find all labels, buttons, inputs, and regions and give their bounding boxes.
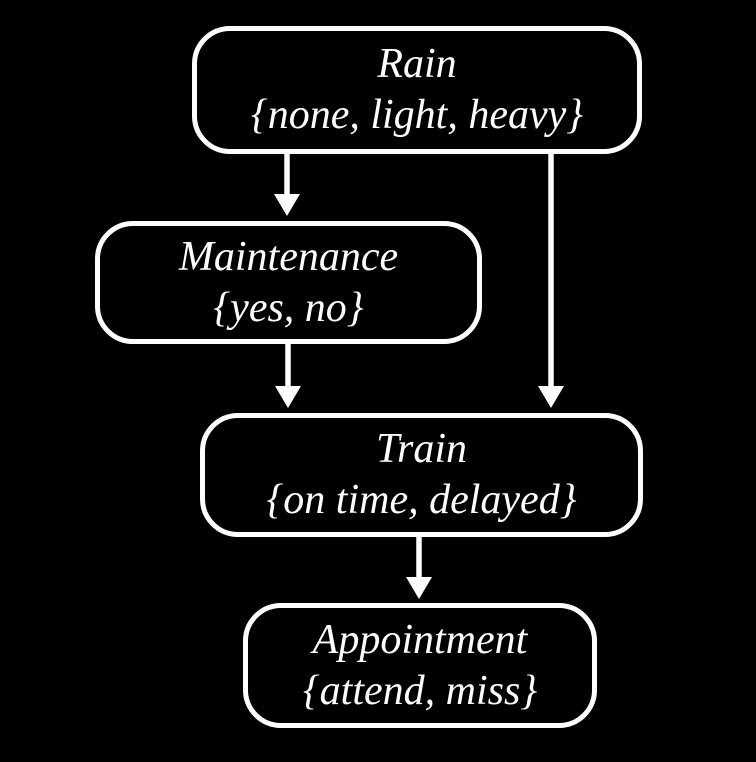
node-train: Train {on time, delayed}	[200, 413, 643, 537]
edge-rain-to-maintenance	[274, 154, 300, 216]
node-domain-values: {none, light, heavy}	[250, 92, 584, 138]
node-domain-values: {yes, no}	[213, 284, 364, 331]
node-label: Rain	[377, 41, 457, 87]
node-appointment: Appointment {attend, miss}	[243, 603, 597, 728]
node-rain: Rain {none, light, heavy}	[192, 26, 642, 154]
arrow-head-icon	[406, 577, 432, 599]
node-label: Appointment	[312, 616, 528, 663]
node-label: Train	[375, 426, 468, 472]
edge-maintenance-to-train	[275, 344, 301, 408]
node-label: Maintenance	[178, 233, 399, 280]
arrow-head-icon	[538, 386, 564, 408]
node-maintenance: Maintenance {yes, no}	[95, 221, 482, 344]
edge-rain-to-train	[538, 154, 564, 408]
arrow-head-icon	[274, 194, 300, 216]
node-domain-values: {attend, miss}	[302, 667, 538, 714]
edge-train-to-appointment	[406, 537, 432, 599]
node-domain-values: {on time, delayed}	[266, 477, 577, 523]
arrow-head-icon	[275, 386, 301, 408]
